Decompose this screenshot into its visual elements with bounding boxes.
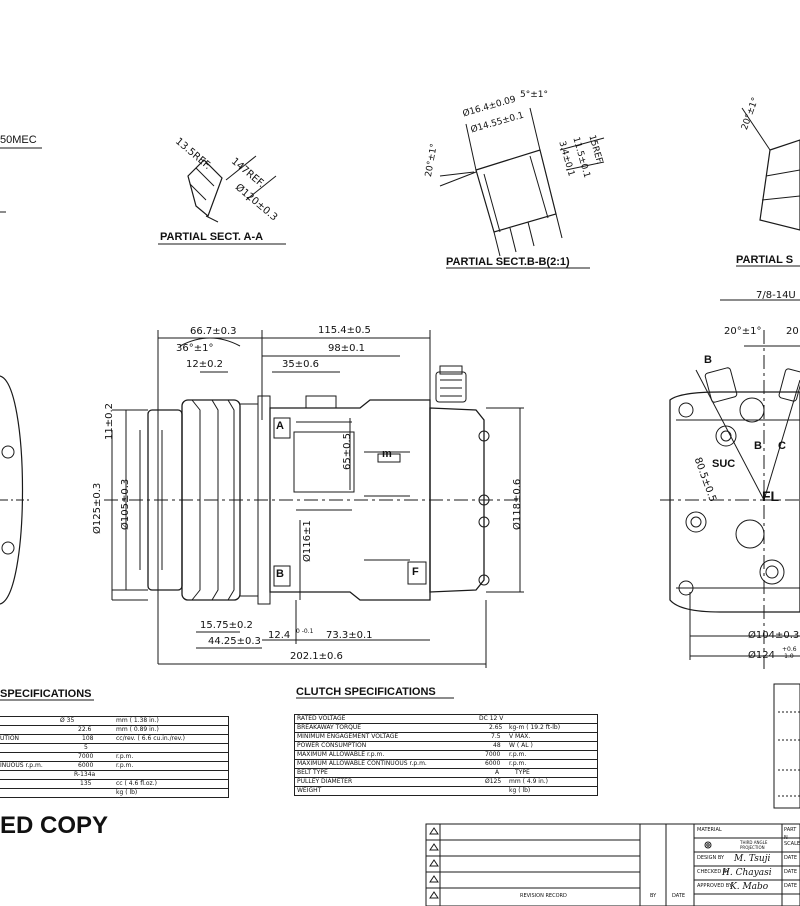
by-label: BY [650,893,657,899]
end-view [660,299,800,670]
dim-front-3: 98±0.1 [328,343,366,354]
section-bb-title: PARTIAL SECT.B-B(2:1) [446,256,570,268]
checked-by-label: CHECKED BY [697,869,729,875]
date-label-2: DATE [784,855,798,861]
section-cc-title: PARTIAL S [736,254,794,266]
dim-right-6: Ø124 [748,650,775,661]
top-left-partial-label: 50MEC [0,134,37,146]
stamp-box [773,683,800,809]
dim-right-3: 20 [786,326,799,337]
dim-front-15-tol: 0 -0.1 [296,628,314,635]
dim-right-2: 20°±1° [724,326,762,337]
dim-front-17: 202.1±0.6 [290,651,343,662]
top-left-partial-view [0,147,42,213]
dim-front-11: Ø116±1 [302,520,313,562]
end-mark-c: C [778,440,786,452]
dim-front-8: Ø125±0.3 [92,482,103,534]
approved-by-label: APPROVED BY [697,883,733,889]
date-label: DATE [672,893,686,899]
controlled-copy-stamp: ED COPY [0,812,109,839]
scale-label: SCALE [784,841,800,847]
end-mark-b: B [704,354,712,366]
clutch-spec-title: CLUTCH SPECIFICATIONS [296,686,436,698]
dim-right-1: 7/8-14U [756,290,796,301]
dim-bb-3: 5°±1° [520,90,548,100]
revision-record-label: REVISION RECORD [520,893,567,899]
section-cc-view [736,107,800,267]
third-angle-label: THIRD ANGLE PROJECTION [740,840,768,850]
dim-front-1: 66.7±0.3 [190,326,237,337]
dim-front-14: 44.25±0.3 [208,636,261,647]
body-mark-b: B [276,568,284,580]
compressor-spec-row: kg ( lb) [0,789,228,798]
section-aa-title: PARTIAL SECT. A-A [160,231,264,243]
body-mark-f: F [412,566,419,578]
dim-front-10: 65±0.5 [342,432,353,470]
section-bb-view [439,107,605,269]
dim-front-2: 115.4±0.5 [318,325,371,336]
end-mark-fl: FL [762,488,780,504]
design-by-label: DESIGN BY [697,855,725,861]
dim-front-9: Ø105±0.3 [120,478,131,530]
dim-right-5: Ø104±0.3 [748,630,800,641]
approver-signature: K. Mabo [730,882,769,892]
date-label-3: DATE [784,869,798,875]
date-label-4: DATE [784,883,798,889]
title-block [425,823,800,906]
end-mark-suc: SUC [712,458,736,470]
dim-front-6: 35±0.6 [282,359,320,370]
dim-front-5: 12±0.2 [186,359,224,370]
dim-front-12: Ø118±0.6 [512,478,523,530]
compressor-spec-title: SPECIFICATIONS [0,688,92,700]
front-view [104,330,524,668]
compressor-spec-row: 5 [0,744,228,753]
dim-front-4: 36°±1° [176,343,214,354]
body-mark-m: m [382,448,392,460]
material-label: MATERIAL [697,827,722,833]
dim-front-16: 73.3±0.1 [326,630,373,641]
dim-front-7: 11±0.2 [104,402,115,440]
designer-signature: M. Tsuji [734,854,771,864]
compressor-spec-row: R-134a [0,771,228,780]
dim-right-6-tol: +0.6 -1.0 [782,646,797,660]
checker-signature: H. Chayasi [722,868,772,878]
dim-front-15: 12.4 [268,630,291,641]
dim-front-13: 15.75±0.2 [200,620,253,631]
body-mark-a: A [276,420,284,432]
section-aa-view [158,155,286,245]
end-mark-b2: B [754,440,762,452]
left-cropped-view [0,375,30,605]
part-no-label: PART N [784,827,797,841]
